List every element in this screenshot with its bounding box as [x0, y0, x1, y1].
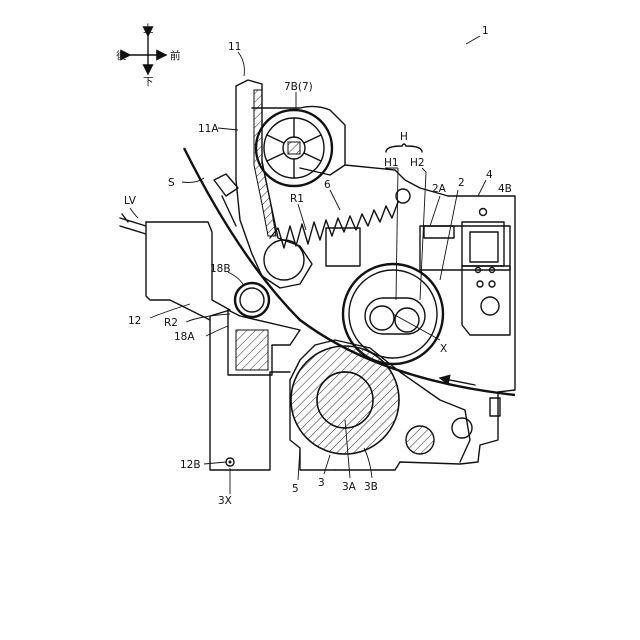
label-roller-2a: 2A: [432, 183, 447, 195]
heater-h2-lamp: [395, 308, 419, 332]
label-up: 上: [143, 23, 154, 35]
label-heater: H: [400, 131, 408, 143]
heater-bracket: [386, 144, 422, 152]
label-lever: 11: [228, 41, 241, 53]
label-axis-x: X: [440, 343, 447, 355]
heater-h1-lamp: [370, 306, 394, 330]
label-arm-12: 12: [128, 315, 141, 327]
label-spring: 6: [324, 179, 331, 191]
label-sheet: S: [168, 177, 175, 189]
label-frame-5: 5: [292, 483, 299, 495]
orientation-compass: 上 下 後 前: [116, 23, 181, 88]
guide-18a: [228, 283, 300, 375]
label-roller-18b: 18B: [210, 263, 231, 275]
pressure-roller-3: [291, 346, 399, 454]
label-heater-h1: H1: [384, 157, 399, 169]
label-layer-3b: 3B: [364, 481, 378, 493]
label-spring-r1: R1: [290, 193, 304, 205]
label-hole-12b: 12B: [180, 459, 201, 471]
label-guide-18a: 18A: [174, 331, 195, 343]
label-down: 下: [143, 76, 154, 88]
label-spring-r2: R2: [164, 317, 178, 329]
label-front: 前: [170, 49, 181, 62]
label-lever-unit: LV: [124, 195, 137, 207]
label-rear: 後: [116, 49, 127, 62]
label-device: 1: [482, 25, 489, 37]
label-roller-2: 2: [458, 177, 465, 189]
label-lever-arm: 11A: [198, 123, 219, 135]
label-gear: 7B(7): [284, 81, 313, 93]
label-frame-4: 4: [486, 169, 493, 181]
gear-7b: [256, 110, 332, 186]
label-roller-3: 3: [318, 477, 325, 489]
label-axis-3x: 3X: [218, 495, 232, 507]
label-heater-h2: H2: [410, 157, 425, 169]
label-core-3a: 3A: [342, 481, 357, 493]
label-frame-4b: 4B: [498, 183, 512, 195]
